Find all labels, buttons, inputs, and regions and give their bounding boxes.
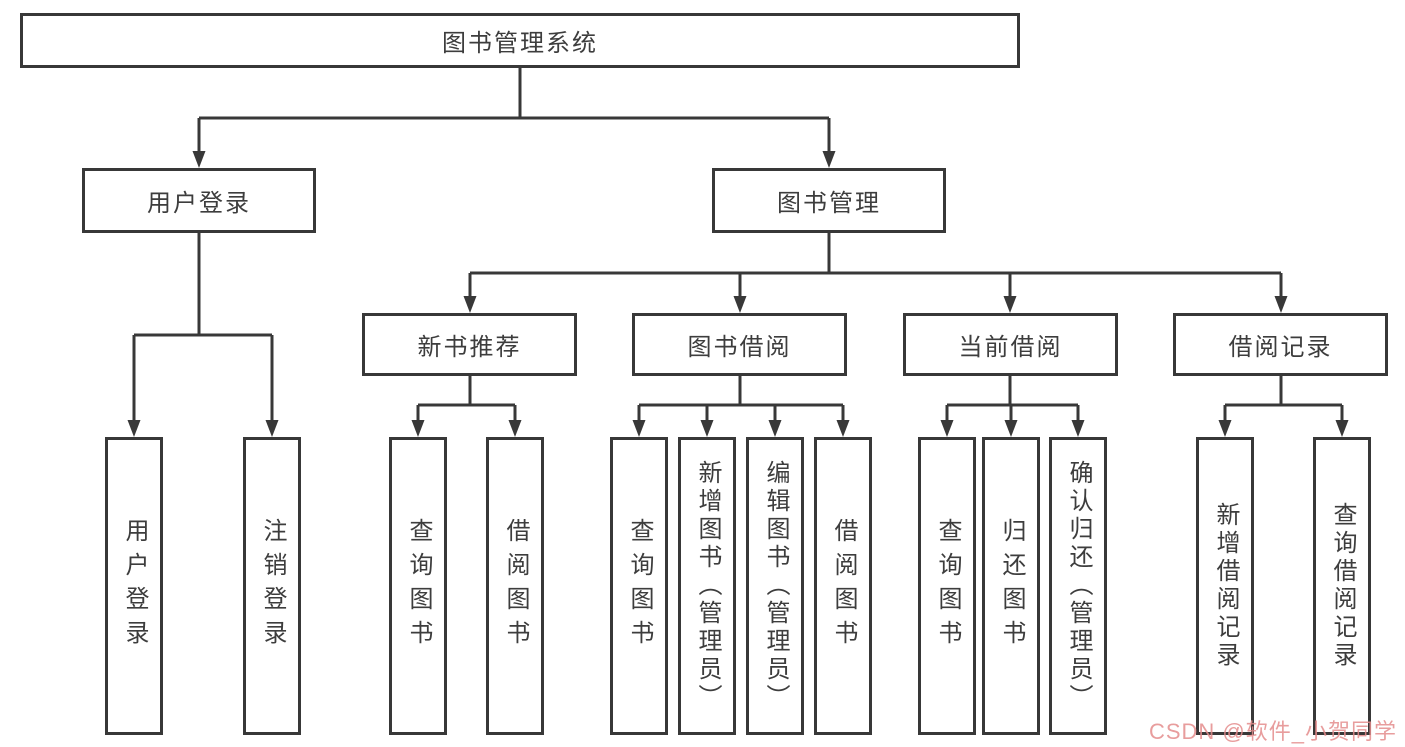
leaf-borrow-books-borrowing: 借阅图书 — [814, 437, 872, 735]
leaf-label: 用户登录 — [121, 518, 148, 654]
csdn-watermark: CSDN @软件_小贺同学 — [1148, 719, 1397, 744]
leaf-label: 查询图书 — [405, 518, 432, 654]
leaf-label: 新增图书（管理员） — [694, 460, 721, 712]
leaf-label: 编辑图书（管理员） — [762, 460, 789, 712]
leaf-label: 新增借阅记录 — [1212, 502, 1239, 670]
leaf-query-books-current: 查询图书 — [918, 437, 976, 735]
leaf-query-borrow-record: 查询借阅记录 — [1313, 437, 1371, 735]
leaf-query-books-recommend: 查询图书 — [389, 437, 447, 735]
node-new-book-recommend: 新书推荐 — [362, 313, 577, 376]
leaf-label: 借阅图书 — [830, 518, 857, 654]
node-book-management: 图书管理 — [712, 168, 946, 233]
leaf-label: 注销登录 — [259, 518, 286, 654]
leaf-add-borrow-record: 新增借阅记录 — [1196, 437, 1254, 735]
leaf-label: 查询借阅记录 — [1329, 502, 1356, 670]
leaf-borrow-books-recommend: 借阅图书 — [486, 437, 544, 735]
leaf-return-books: 归还图书 — [982, 437, 1040, 735]
leaf-label: 借阅图书 — [502, 518, 529, 654]
leaf-label: 查询图书 — [934, 518, 961, 654]
node-borrowing-records: 借阅记录 — [1173, 313, 1388, 376]
leaf-edit-books-admin: 编辑图书（管理员） — [746, 437, 804, 735]
node-book-borrowing: 图书借阅 — [632, 313, 847, 376]
leaf-label: 查询图书 — [626, 518, 653, 654]
leaf-query-books-borrowing: 查询图书 — [610, 437, 668, 735]
node-user-login: 用户登录 — [82, 168, 316, 233]
leaf-logout: 注销登录 — [243, 437, 301, 735]
leaf-user-login: 用户登录 — [105, 437, 163, 735]
node-root: 图书管理系统 — [20, 13, 1020, 68]
leaf-label: 确认归还（管理员） — [1065, 460, 1092, 712]
leaf-confirm-return-admin: 确认归还（管理员） — [1049, 437, 1107, 735]
leaf-add-books-admin: 新增图书（管理员） — [678, 437, 736, 735]
leaf-label: 归还图书 — [998, 518, 1025, 654]
node-current-borrowing: 当前借阅 — [903, 313, 1118, 376]
